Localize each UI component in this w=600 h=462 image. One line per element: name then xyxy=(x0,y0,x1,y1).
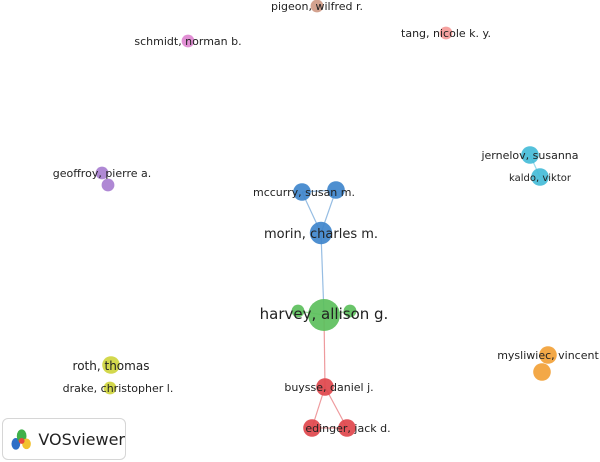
node-mysliwiec-b[interactable] xyxy=(533,363,551,381)
node-harvey-a[interactable] xyxy=(291,304,305,318)
node-kaldo[interactable] xyxy=(531,168,549,186)
node-label-schmidt[interactable]: schmidt, norman b. xyxy=(134,35,241,48)
node-roth[interactable] xyxy=(102,356,120,374)
node-geoffroy-b[interactable] xyxy=(101,178,115,192)
node-tang[interactable] xyxy=(439,26,453,40)
node-harvey[interactable] xyxy=(308,299,340,331)
node-label-buysse[interactable]: buysse, daniel j. xyxy=(284,381,373,394)
vosviewer-logo-icon xyxy=(11,429,31,450)
node-jernelov[interactable] xyxy=(521,146,539,164)
node-mccurry-b[interactable] xyxy=(327,181,345,199)
node-label-mysliwiec[interactable]: mysliwiec, vincent xyxy=(497,349,599,362)
node-label-pigeon[interactable]: pigeon, wilfred r. xyxy=(271,0,363,13)
nodes-layer xyxy=(95,0,557,437)
node-mccurry[interactable] xyxy=(293,183,311,201)
node-label-tang[interactable]: tang, nicole k. y. xyxy=(401,27,491,40)
node-mysliwiec[interactable] xyxy=(539,346,557,364)
node-label-morin[interactable]: morin, charles m. xyxy=(264,227,378,242)
node-buysse[interactable] xyxy=(316,378,334,396)
node-label-edinger[interactable]: edinger, jack d. xyxy=(305,422,390,435)
node-morin[interactable] xyxy=(309,221,333,245)
labels-layer: harvey, allison g. morin, charles m. mccur… xyxy=(53,0,600,435)
node-label-drake[interactable]: drake, christopher l. xyxy=(63,382,174,395)
node-label-kaldo[interactable]: kaldo, viktor xyxy=(509,173,572,184)
node-edinger-b[interactable] xyxy=(338,419,356,437)
node-label-harvey[interactable]: harvey, allison g. xyxy=(260,305,389,323)
node-harvey-b[interactable] xyxy=(343,304,357,318)
node-label-jernelov[interactable]: jernelov, susanna xyxy=(480,149,578,162)
logo-text: VOSviewer xyxy=(38,429,125,449)
node-label-geoffroy[interactable]: geoffroy, pierre a. xyxy=(53,167,152,180)
node-pigeon[interactable] xyxy=(310,0,324,13)
vosviewer-logo-badge[interactable]: VOSviewer xyxy=(2,418,126,460)
node-schmidt[interactable] xyxy=(181,34,195,48)
node-geoffroy[interactable] xyxy=(95,166,109,180)
node-drake[interactable] xyxy=(103,381,117,395)
node-label-mccurry[interactable]: mccurry, susan m. xyxy=(253,186,355,199)
node-edinger[interactable] xyxy=(303,419,321,437)
node-label-roth[interactable]: roth, thomas xyxy=(73,359,150,373)
